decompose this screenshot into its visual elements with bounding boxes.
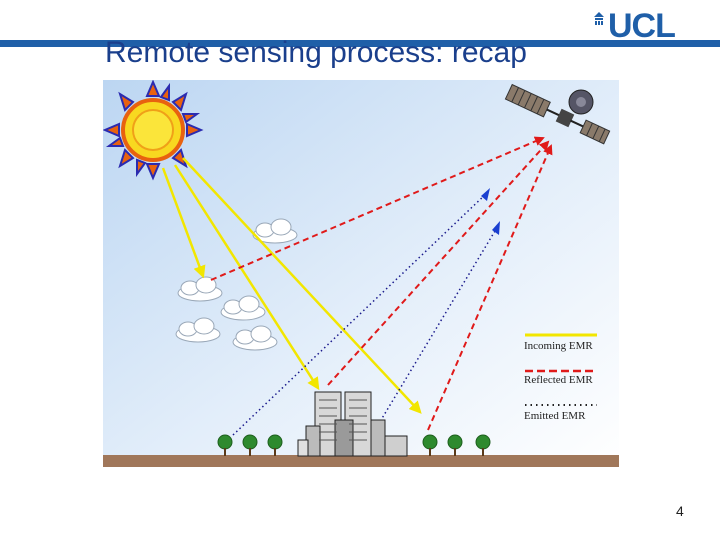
legend-emitted-label: Emitted EMR <box>524 410 586 422</box>
legend-reflected-label: Reflected EMR <box>524 374 593 386</box>
satellite-icon <box>504 83 611 145</box>
page-number: 4 <box>676 503 684 519</box>
remote-sensing-diagram <box>103 80 619 467</box>
sun-icon <box>103 80 204 181</box>
city-buildings <box>297 391 408 457</box>
reflected-emr-rays <box>210 136 553 431</box>
logo-text: UCL <box>608 7 676 45</box>
portico-icon <box>594 12 604 25</box>
emitted-arrowhead <box>492 221 500 235</box>
header-bar <box>0 40 720 47</box>
cloud-icon <box>175 218 298 351</box>
emitted-emr-rays <box>232 191 499 436</box>
slide-title: Remote sensing process: recap <box>105 36 527 69</box>
incoming-emr-rays <box>161 157 422 414</box>
ground <box>103 455 619 467</box>
emitted-arrowhead <box>481 188 490 201</box>
legend-incoming-label: Incoming EMR <box>524 340 593 352</box>
tree-icon <box>217 434 491 456</box>
